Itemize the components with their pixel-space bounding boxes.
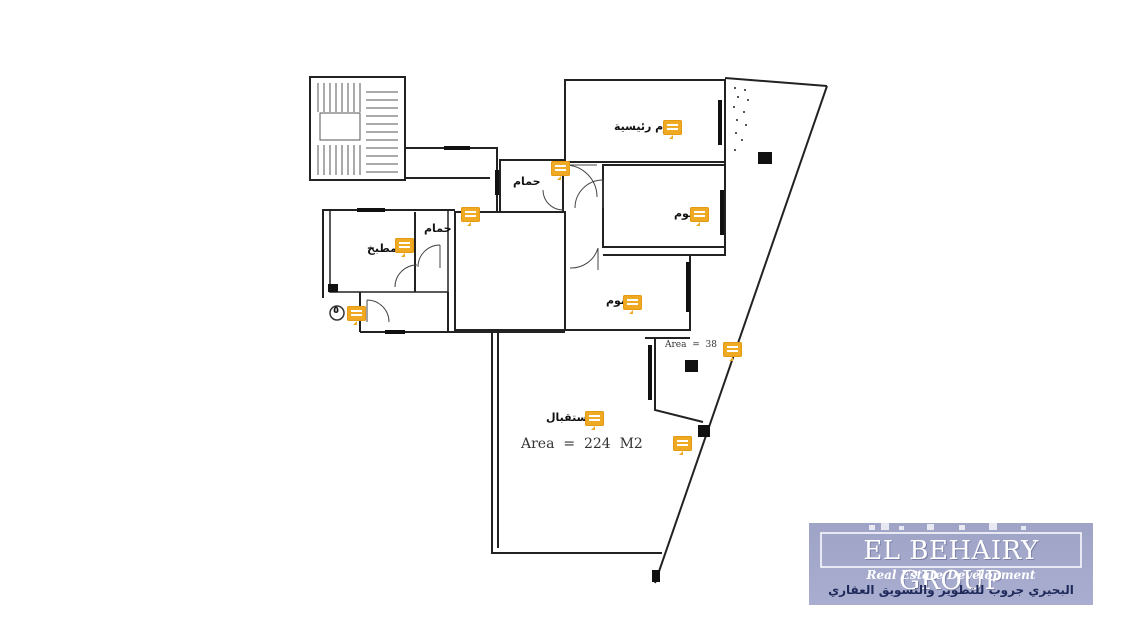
comment-icon[interactable] [551, 161, 570, 176]
bathroom-2-label: حمام [424, 222, 452, 235]
comment-icon[interactable] [690, 207, 709, 222]
comment-icon[interactable] [663, 120, 682, 135]
kitchen-walls [329, 209, 449, 293]
comment-icon[interactable] [673, 436, 692, 451]
bedroom-2-label: نوم [606, 294, 626, 307]
kitchen-label: مطبخ [367, 242, 397, 255]
terrace-area-text: Area = 38 [665, 340, 717, 350]
comment-icon[interactable] [395, 238, 414, 253]
logo-arabic-name: البحيري جروب للتطوير والتسويق العقاري [828, 583, 1074, 597]
bathroom-1-label: حمام [513, 175, 541, 188]
reception-area-text: Area = 224 M2 [521, 436, 643, 452]
comment-icon[interactable] [585, 411, 604, 426]
bedroom-1-walls [602, 164, 726, 248]
stair-number-label: ٥ [333, 305, 340, 316]
comment-icon[interactable] [461, 207, 480, 222]
skyline-graphic [820, 523, 1082, 568]
hall-walls [454, 211, 566, 331]
comment-icon[interactable] [723, 342, 742, 357]
el-behairy-logo: EL BEHAIRY GROUP Real Estate Development… [809, 523, 1093, 605]
stair-block [309, 76, 406, 181]
comment-icon[interactable] [623, 295, 642, 310]
logo-tagline: Real Estate Development [866, 568, 1036, 582]
stair-treads [317, 83, 398, 175]
comment-icon[interactable] [347, 306, 366, 321]
bedroom-1-label: نوم [674, 207, 694, 220]
master-bedroom-label: نوم رئيسية [614, 120, 675, 133]
reception-label: استقبال [546, 411, 592, 424]
logo-company-name: EL BEHAIRY GROUP [863, 536, 1039, 596]
